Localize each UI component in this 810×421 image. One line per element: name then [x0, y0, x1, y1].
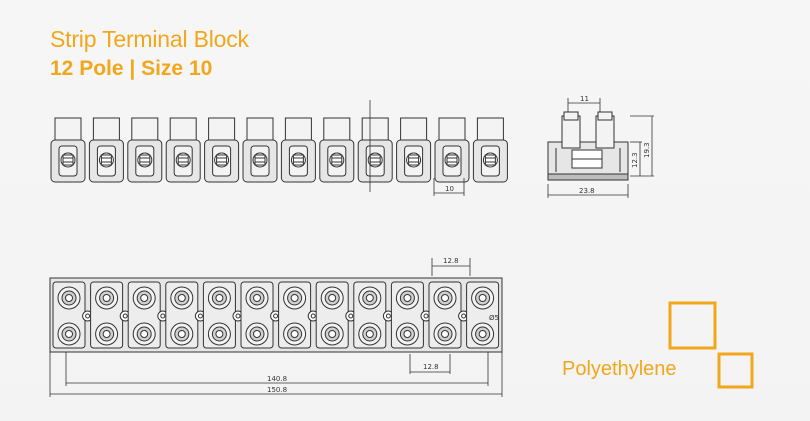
product-subtitle: 12 Pole | Size 10 — [50, 57, 213, 80]
side-view — [547, 98, 654, 198]
decor-square-small — [717, 352, 754, 389]
front-pole — [357, 117, 393, 183]
side-height-outer-label: 19.3 — [643, 142, 651, 158]
bottom-pole — [240, 281, 282, 349]
decor-square-large — [668, 301, 717, 350]
bottom-pitch-bottom-label: 12.8 — [423, 363, 439, 371]
front-pole — [88, 117, 124, 183]
front-pole — [242, 117, 278, 183]
side-top-label: 11 — [580, 95, 589, 103]
front-pole — [165, 117, 201, 183]
front-pole — [396, 117, 432, 183]
front-pole — [280, 117, 316, 183]
bottom-dimensions — [49, 258, 503, 397]
front-pole — [50, 117, 86, 183]
bottom-hole-label: Ø5 — [489, 314, 499, 322]
front-pole — [434, 117, 470, 183]
bottom-span-outer-label: 150.8 — [267, 386, 287, 394]
bottom-pole — [127, 281, 169, 349]
bottom-view — [49, 277, 503, 353]
front-pole — [319, 117, 355, 183]
front-view — [50, 117, 508, 183]
material-label: Polyethylene — [562, 358, 677, 380]
bottom-pole — [428, 281, 470, 349]
bottom-pole — [466, 281, 500, 349]
front-pole — [127, 117, 163, 183]
bottom-pole — [202, 281, 244, 349]
front-pole — [204, 117, 240, 183]
bottom-span-inner-label: 140.8 — [267, 375, 287, 383]
product-title: Strip Terminal Block — [50, 26, 249, 52]
bottom-pitch-top-label: 12.8 — [443, 257, 459, 265]
bottom-pole — [353, 281, 394, 349]
front-pitch-label: 10 — [445, 185, 454, 193]
bottom-pole — [278, 281, 319, 349]
bottom-pole — [390, 281, 432, 349]
side-width-label: 23.8 — [579, 187, 595, 195]
front-pitch-dimension — [433, 178, 465, 196]
front-pole — [472, 117, 508, 183]
bottom-pole — [90, 281, 131, 349]
side-height-inner-label: 12.3 — [631, 152, 639, 168]
